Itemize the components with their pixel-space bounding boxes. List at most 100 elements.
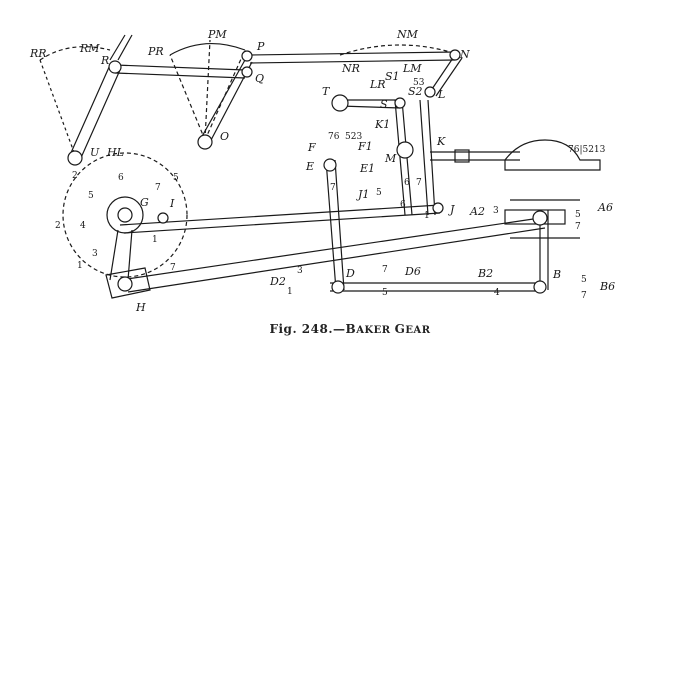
crank-block — [105, 267, 151, 299]
eccentric-rod — [119, 204, 441, 234]
label-nm: NM — [396, 28, 419, 41]
num-5c: 5 — [382, 288, 388, 298]
label-r: R — [100, 54, 109, 67]
label-j: J — [448, 203, 455, 216]
num-7c: 7 — [382, 265, 388, 275]
num-2b: 2 — [72, 171, 78, 181]
link-nl — [429, 54, 463, 97]
label-t: T — [322, 85, 331, 98]
steam-chest — [504, 139, 601, 171]
arc-pm — [169, 42, 246, 56]
num-3: 3 — [92, 249, 98, 259]
stem-block — [454, 149, 470, 163]
lower-rod — [330, 282, 540, 292]
pivot-l — [424, 86, 436, 98]
bar-e-d — [325, 159, 345, 291]
num-1d: 1 — [424, 211, 430, 221]
position-numbers: 6 7 5 5 2 4 3 1 2 1 7 7 5 4 5 7 3 1 5 7 … — [55, 78, 606, 301]
label-lr: LR — [369, 78, 386, 91]
label-d6: D6 — [404, 265, 421, 278]
num-2: 2 — [55, 221, 61, 231]
num-53: 53 — [413, 78, 425, 88]
label-u: U — [90, 146, 100, 159]
num-7b: 7 — [170, 263, 176, 273]
num-7e: 7 — [575, 222, 581, 232]
label-g: G — [140, 196, 149, 209]
num-7f: 7 — [416, 178, 422, 188]
label-e: E — [305, 160, 314, 173]
num-5e: 5 — [575, 210, 581, 220]
pivot-p — [241, 50, 253, 62]
label-h: H — [135, 301, 146, 314]
label-m: M — [384, 152, 397, 165]
label-rm: RM — [79, 42, 100, 55]
label-d: D — [345, 267, 355, 280]
label-o: O — [220, 130, 229, 143]
num-1: 1 — [77, 261, 83, 271]
caption-title-b: B — [345, 322, 357, 336]
pivot-o — [197, 134, 213, 150]
num-76: 76 — [328, 132, 340, 142]
pivot-points — [67, 49, 548, 294]
label-s: S — [380, 98, 388, 111]
label-b: B — [552, 268, 561, 281]
label-n: N — [459, 48, 470, 61]
arc-nm — [339, 44, 461, 56]
num-1b: 1 — [152, 235, 158, 245]
num-3c: 3 — [493, 206, 499, 216]
num-7d: 7 — [581, 291, 587, 301]
pivot-r — [108, 60, 122, 74]
figure-caption: Fig. 248.—Baker Gear — [0, 322, 700, 336]
num-7g: 7 — [330, 183, 336, 193]
num-7: 7 — [155, 183, 161, 193]
label-lm: LM — [402, 62, 422, 75]
pivot-d — [331, 280, 345, 294]
label-nr: NR — [341, 62, 360, 75]
num-4: 4 — [80, 221, 86, 231]
label-f1: F1 — [357, 140, 373, 153]
label-pm: PM — [207, 28, 227, 41]
num-5: 5 — [173, 173, 179, 183]
label-p: P — [256, 40, 265, 53]
num-523: 523 — [345, 132, 362, 142]
reverse-handle — [109, 34, 133, 61]
num-1c: 1 — [287, 287, 293, 297]
pivot-s — [394, 97, 406, 109]
label-hl: HL — [106, 146, 124, 159]
bar-l — [419, 99, 436, 216]
label-d2: D2 — [269, 275, 286, 288]
caption-prefix: Fig. 248.— — [269, 322, 346, 336]
label-pr: PR — [147, 45, 164, 58]
wheel-hub — [106, 196, 144, 234]
num-5b: 5 — [88, 191, 94, 201]
pivot-m — [396, 141, 414, 159]
label-k: K — [436, 135, 446, 148]
label-j1: J1 — [356, 188, 369, 201]
mechanism-lines — [39, 34, 601, 299]
label-s2: S2 — [408, 85, 423, 98]
num-5d: 5 — [581, 275, 587, 285]
label-a6: A6 — [597, 201, 613, 214]
pivot-t — [331, 94, 349, 112]
link-t — [339, 99, 401, 109]
label-s1: S1 — [385, 70, 400, 83]
label-e1: E1 — [359, 162, 375, 175]
rod-pn — [249, 51, 456, 64]
pivot-q — [241, 66, 253, 78]
label-rr: RR — [29, 47, 47, 60]
arc-rr — [39, 46, 111, 61]
crank-arm — [109, 229, 133, 281]
baker-gear-diagram: RR RM R PR PM P Q O NM N NR LR LM S1 S2 … — [29, 28, 615, 314]
num-765213: 76|5213 — [568, 145, 606, 155]
num-3b: 3 — [297, 266, 303, 276]
pivot-h — [117, 276, 133, 292]
radius-pm — [169, 39, 246, 141]
pivot-a — [532, 210, 548, 226]
label-b2: B2 — [477, 267, 493, 280]
reach-rod — [114, 64, 246, 79]
pivot-u — [67, 150, 83, 166]
wheel-circle — [62, 152, 188, 278]
guides — [510, 199, 580, 239]
num-6c: 6 — [400, 200, 406, 210]
